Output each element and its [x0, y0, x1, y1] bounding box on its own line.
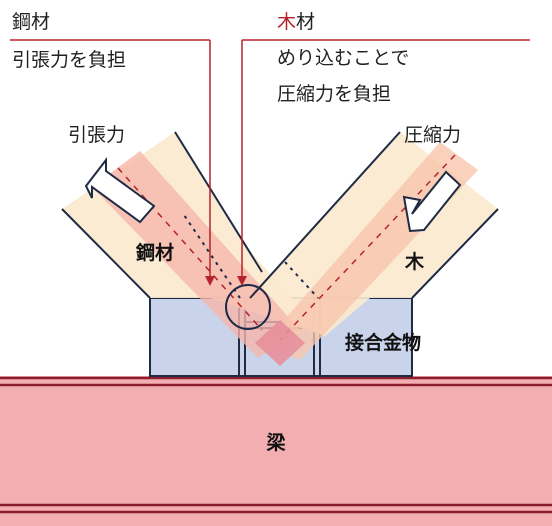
- timber-caption: 木材 めり込むことで 圧縮力を負担: [277, 11, 409, 105]
- timber-caption-desc-line2: 圧縮力を負担: [277, 83, 391, 105]
- steel-caption: 鋼材 引張力を負担: [12, 11, 126, 71]
- timber-caption-title: 木材: [277, 11, 315, 33]
- beam: 梁: [0, 376, 552, 526]
- timber-caption-desc-line1: めり込むことで: [277, 47, 409, 69]
- leader-lines: [10, 39, 530, 286]
- right-brace-edge-bottom: [411, 208, 499, 299]
- timber-strip-tint: [262, 142, 478, 360]
- right-brace-edge-top: [249, 131, 401, 299]
- steel-leader-arrowhead: [205, 276, 215, 286]
- braces: [61, 131, 499, 366]
- arrow-down-left-icon: [402, 170, 462, 233]
- timber-leader-arrowhead: [237, 276, 247, 286]
- steel-centerline-dash: [117, 167, 263, 331]
- beam-body: [0, 376, 552, 526]
- left-brace-edge-top: [174, 131, 263, 273]
- timber-caption-title-rest: 材: [296, 11, 315, 33]
- right-brace-hidden-line: [284, 261, 319, 299]
- fitting-label: 接合金物: [345, 331, 421, 354]
- left-brace-edge-bottom: [61, 208, 151, 299]
- compression-arrow: [402, 170, 462, 233]
- arrow-up-left-icon: [84, 157, 156, 224]
- steel-member-label: 鋼材: [135, 241, 174, 264]
- steel-caption-desc: 引張力を負担: [12, 49, 126, 71]
- tension-label: 引張力: [68, 124, 125, 146]
- tension-arrow: [84, 157, 156, 224]
- compression-label: 圧縮力: [404, 124, 461, 146]
- beam-label: 梁: [265, 431, 286, 454]
- left-brace-hidden-line: [181, 211, 241, 299]
- timber-member-label: 木: [404, 250, 425, 273]
- timber-caption-title-accent: 木: [277, 11, 296, 33]
- steel-caption-title: 鋼材: [12, 11, 50, 33]
- joint-highlight-circle: [225, 284, 271, 330]
- embedment-zone: [255, 320, 305, 366]
